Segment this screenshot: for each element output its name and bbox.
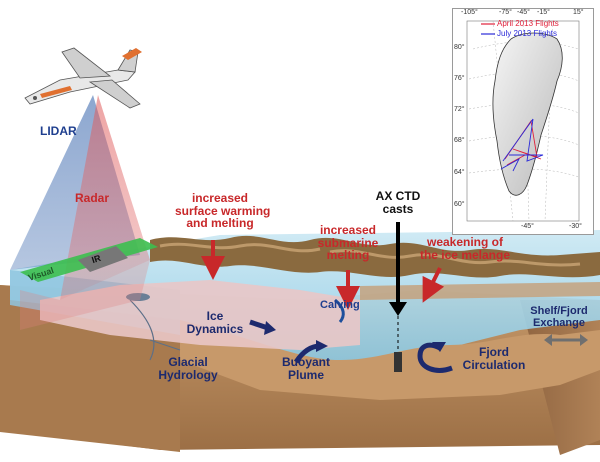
lat-tick-5: 64° xyxy=(454,169,465,176)
ir-band xyxy=(78,246,128,272)
top-tick-2: -75° xyxy=(499,9,512,16)
moulin xyxy=(126,293,150,301)
shelf-exchange-label: Shelf/Fjord Exchange xyxy=(520,305,598,329)
legend-april-label: April 2013 Flights xyxy=(497,19,559,28)
aircraft xyxy=(24,47,142,109)
fjord-floor xyxy=(180,320,600,400)
lidar-label: LIDAR xyxy=(40,124,77,138)
greenland-flight-map: April 2013 Flights July 2013 Flights -10… xyxy=(452,8,594,235)
axctd-line-1: AX CTD xyxy=(375,189,421,203)
calving-label: Calving xyxy=(320,299,360,311)
glacier-ice xyxy=(40,280,360,350)
melange-arrow xyxy=(422,267,445,303)
surface-warming-label: increased surface warming and melting xyxy=(175,191,271,231)
buoyant-plume-line-2: Plume xyxy=(287,367,324,382)
submarine-line-2: submarine xyxy=(317,235,379,250)
bottom-tick-1: -45° xyxy=(521,223,534,230)
fjord-circulation-label: Fjord Circulation xyxy=(456,346,532,371)
axctd-label: AX CTD casts xyxy=(368,190,428,215)
fjord-circulation-line-1: Fjord xyxy=(479,345,509,359)
axctd-line-2: casts xyxy=(382,201,414,216)
legend-april: April 2013 Flights xyxy=(497,19,559,28)
ice-dynamics-arrow xyxy=(249,319,269,331)
calving-arrow xyxy=(334,298,345,323)
top-tick-3: -45° xyxy=(517,9,530,16)
top-tick-4: -15° xyxy=(537,9,550,16)
lat-tick-6: 60° xyxy=(454,201,465,208)
legend-july-label: July 2013 Flights xyxy=(497,29,558,38)
melange-label: weakening of the ice melange xyxy=(415,236,515,261)
glacial-hydrology-line-1: Glacial xyxy=(168,355,208,369)
submarine-line-3: melting xyxy=(326,248,370,263)
surface-warming-line-3: and melting xyxy=(186,216,254,231)
lat-tick-3: 72° xyxy=(454,106,465,113)
lat-tick-4: 68° xyxy=(454,137,465,144)
glacier-bed-channel xyxy=(129,299,155,361)
legend-july: July 2013 Flights xyxy=(497,29,557,38)
surface-warming-line-2: surface warming xyxy=(175,203,271,218)
glacial-hydrology-line-2: Hydrology xyxy=(158,367,218,382)
ice-dynamics-line-1: Ice xyxy=(206,309,224,323)
ice-dynamics-line-2: Dynamics xyxy=(186,321,244,336)
glacial-hydrology-label: Glacial Hydrology xyxy=(148,356,228,381)
shelf-exchange-line-2: Exchange xyxy=(533,316,585,329)
july-flights xyxy=(500,118,544,172)
top-tick-5: 15° xyxy=(573,9,584,16)
fjord-circulation-line-2: Circulation xyxy=(462,357,526,372)
lat-tick-2: 76° xyxy=(454,75,465,82)
radar-label: Radar xyxy=(75,191,110,205)
top-tick-1: -105° xyxy=(461,9,478,16)
lat-tick-1: 80° xyxy=(454,44,465,51)
fjord-circulation-arrow xyxy=(417,342,453,373)
ice-dynamics-label: Ice Dynamics xyxy=(185,310,245,335)
submarine-melting-label: increased submarine melting xyxy=(316,224,380,262)
melange-line-2: the ice melange xyxy=(419,247,511,262)
radar-beam-underside xyxy=(20,260,150,330)
submarine-line-1: increased xyxy=(319,223,377,237)
shelf-exchange-line-1: Shelf/Fjord xyxy=(530,305,588,317)
melange-line-1: weakening of xyxy=(426,235,503,249)
ice-melange xyxy=(360,282,600,300)
surface-warming-line-1: increased xyxy=(191,191,249,205)
buoyant-plume-label: Buoyant Plume xyxy=(274,356,338,381)
axctd-probe xyxy=(394,352,402,372)
bottom-tick-2: -30° xyxy=(569,223,582,230)
buoyant-plume-line-1: Buoyant xyxy=(282,355,330,369)
greenland-map-svg xyxy=(466,20,580,222)
